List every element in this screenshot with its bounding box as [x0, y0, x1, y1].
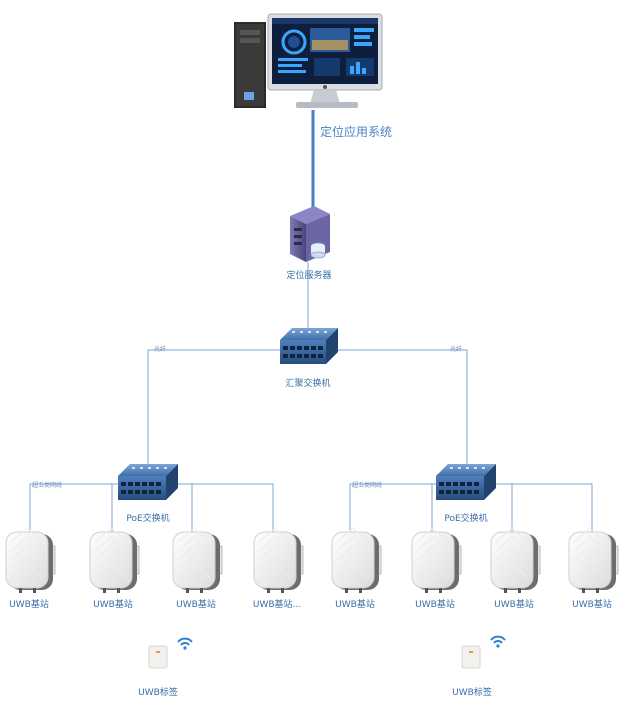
connection-lines — [29, 110, 593, 532]
uwb-tag-icon — [148, 645, 168, 669]
network-switch-icon — [118, 464, 178, 500]
base-station-label: UWB基站 — [9, 600, 49, 610]
cat5e-label-left: 超五类网线 — [32, 482, 63, 489]
fiber-link-right — [337, 349, 468, 466]
network-switch-icon — [436, 464, 496, 500]
server-icon — [290, 206, 330, 262]
base-station-label: UWB基站... — [252, 600, 302, 610]
base-station-label: UWB基站 — [494, 600, 534, 610]
tag-label-right: UWB标签 — [452, 688, 492, 698]
fiber-label-left: 光纤 — [154, 346, 167, 353]
base-station-label: UWB基站 — [415, 600, 455, 610]
cat5e-link-right-1 — [349, 483, 438, 532]
base-station-label: UWB基站 — [176, 600, 216, 610]
cat5e-link-left-1 — [29, 483, 120, 532]
computer-monitor-icon — [234, 13, 383, 108]
uwb-base-station-icon — [568, 527, 619, 593]
uwb-base-station-icon — [172, 527, 223, 593]
cat5e-link-right-4 — [494, 483, 593, 532]
uwb-base-station-icon — [411, 527, 462, 593]
uwb-base-station-icon — [253, 527, 304, 593]
base-station-label: UWB基站 — [572, 600, 612, 610]
uwb-base-station-icon — [490, 527, 541, 593]
tag-label-left: UWB标签 — [138, 688, 178, 698]
app-system-label: 定位应用系统 — [320, 125, 393, 139]
uwb-base-station-icon — [5, 527, 56, 593]
fiber-label-right: 光纤 — [450, 346, 463, 353]
uwb-base-station-icon — [331, 527, 382, 593]
base-station-label: UWB基站 — [335, 600, 375, 610]
uwb-tag-icon — [461, 645, 481, 669]
fiber-link-left — [147, 349, 280, 466]
agg-switch-label: 汇聚交换机 — [285, 379, 331, 389]
poe-switch-left-label: PoE交换机 — [126, 514, 170, 524]
cat5e-label-right: 超五类网线 — [352, 482, 383, 489]
network-switch-icon — [280, 328, 338, 364]
wifi-signal-icon — [177, 637, 193, 650]
cat5e-link-left-4 — [175, 483, 274, 532]
base-station-group — [5, 527, 619, 593]
server-label: 定位服务器 — [286, 271, 332, 281]
poe-switch-right-label: PoE交换机 — [444, 514, 488, 524]
wifi-signal-icon — [490, 635, 506, 648]
uwb-base-station-icon — [89, 527, 140, 593]
base-station-label: UWB基站 — [93, 600, 133, 610]
